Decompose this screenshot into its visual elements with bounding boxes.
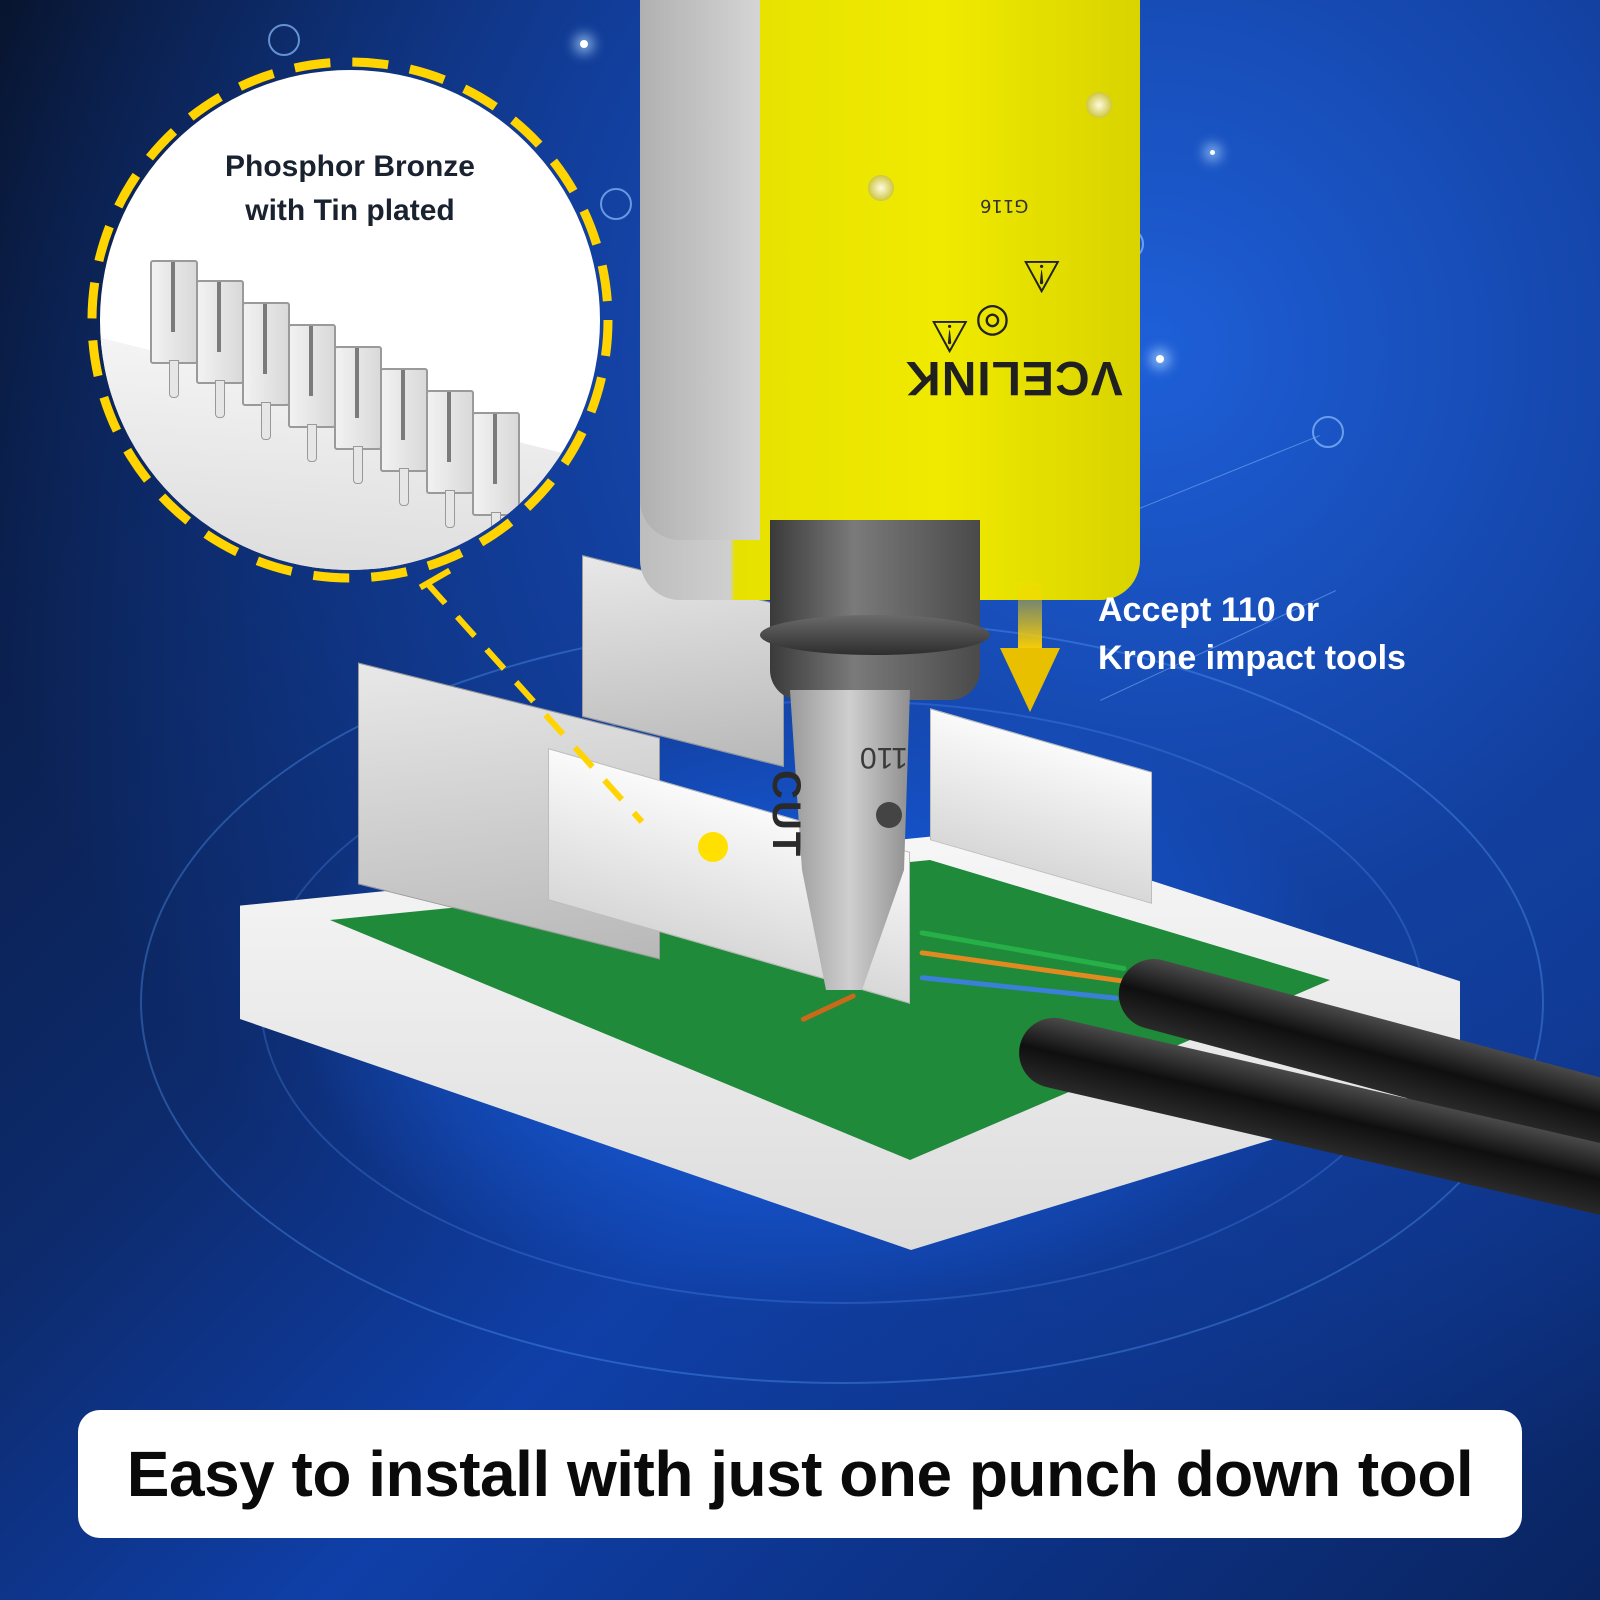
blade-cut-label: CUT [764, 770, 808, 859]
contact-pin [334, 346, 382, 484]
contact-pin [288, 324, 336, 462]
tool-o-ring [760, 615, 990, 655]
compatibility-line1: Accept 110 or [1098, 591, 1320, 629]
circuit-node-icon [268, 24, 300, 56]
contact-pin [242, 302, 290, 440]
warning-triangle-icon: ⚠ [1022, 251, 1062, 300]
callout-content: Phosphor Bronze with Tin plated [100, 70, 600, 570]
tool-screw-icon [868, 175, 894, 201]
tool-collar [770, 520, 980, 700]
circuit-node-icon [600, 188, 632, 220]
headline-banner: Easy to install with just one punch down… [78, 1410, 1522, 1538]
sparkle-icon [580, 40, 588, 48]
compatibility-note: Accept 110 or Krone impact tools [1098, 586, 1406, 682]
dashed-circle-border [87, 57, 613, 583]
blade-hole [876, 802, 902, 828]
contact-pin [150, 260, 198, 398]
arrow-shaft [1018, 582, 1042, 652]
circuit-node-icon [1312, 416, 1344, 448]
contact-pin [426, 390, 474, 528]
callout-title-line1: Phosphor Bronze [224, 150, 475, 183]
callout-target-dot [698, 832, 728, 862]
compatibility-line2: Krone impact tools [1098, 639, 1406, 677]
contact-pin [196, 280, 244, 418]
contact-pins [150, 260, 580, 560]
tool-side-panel [640, 0, 760, 540]
safety-glasses-icon: ◎ [975, 301, 1010, 345]
arrow-head [1000, 648, 1060, 712]
blade-type-label: 110 [860, 741, 908, 774]
brand-logo: VCELINK [905, 351, 1123, 404]
sparkle-icon [1156, 355, 1164, 363]
callout-title-line2: with Tin plated [245, 194, 455, 227]
zoom-callout: Phosphor Bronze with Tin plated [80, 50, 620, 590]
headline-text: Easy to install with just one punch down… [126, 1438, 1474, 1510]
sparkle-icon [1210, 150, 1215, 155]
tool-screw-icon [1086, 92, 1112, 118]
down-arrow-icon [1000, 582, 1060, 722]
callout-title: Phosphor Bronze with Tin plated [100, 145, 600, 233]
contact-pin [472, 412, 520, 550]
tool-model-label: G116 [980, 195, 1029, 216]
contact-pin [380, 368, 428, 506]
